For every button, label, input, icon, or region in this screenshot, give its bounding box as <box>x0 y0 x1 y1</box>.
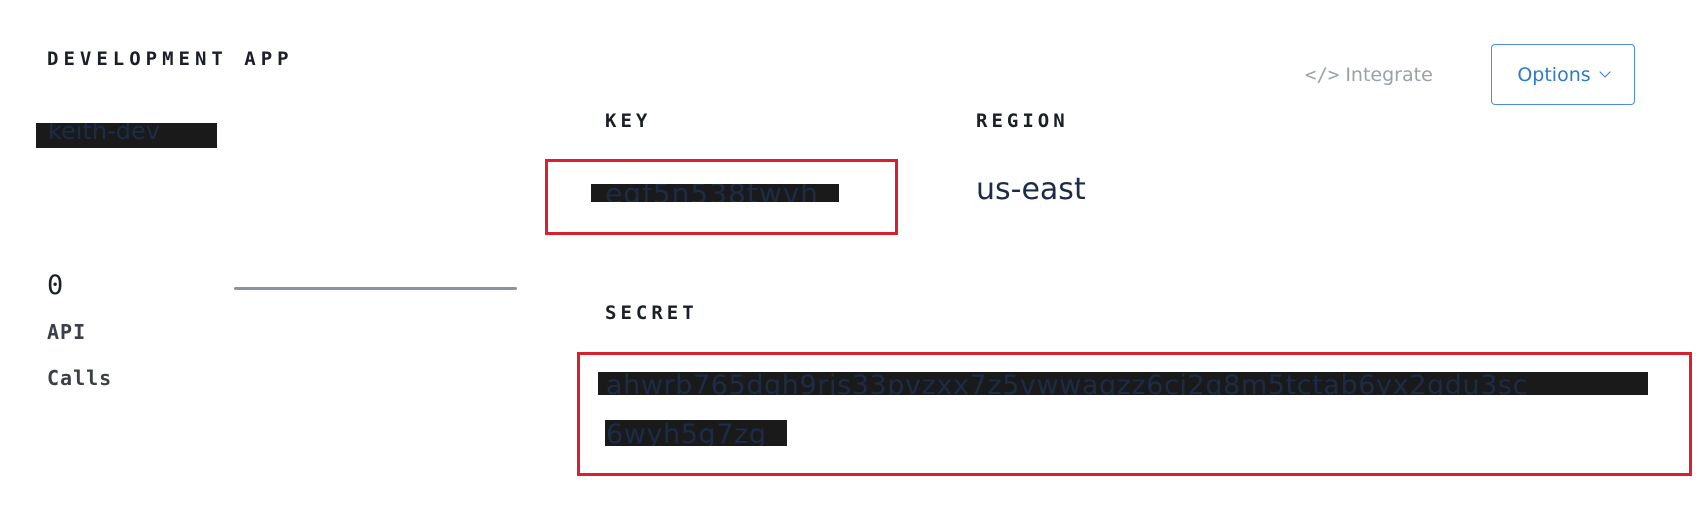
chevron-down-icon <box>1598 65 1611 78</box>
app-heading: DEVELOPMENT APP <box>47 48 294 70</box>
region-value: us-east <box>976 172 1086 207</box>
api-calls-count: 0 <box>47 270 64 301</box>
secret-label: SECRET <box>605 302 698 324</box>
key-value-redacted[interactable]: egf5n538twvh <box>591 184 839 202</box>
api-calls-label-line1: API <box>47 320 87 344</box>
options-label: Options <box>1517 63 1591 86</box>
options-button[interactable]: Options <box>1491 44 1635 105</box>
secret-value-line2: 6wyh5g7zg <box>606 420 767 446</box>
key-value: egf5n538twvh <box>605 184 820 202</box>
secret-value-redacted-line2[interactable]: 6wyh5g7zg <box>605 420 787 446</box>
secret-value-redacted-line1[interactable]: ahwrb765dgh9rjs33pvzxx7z5vwwaqzz6cj2q8m5… <box>598 372 1648 395</box>
app-name-redacted: keith-dev <box>36 123 217 148</box>
integrate-link[interactable]: </>Integrate <box>1305 64 1433 86</box>
app-name: keith-dev <box>48 123 160 145</box>
code-icon: </> <box>1305 64 1340 86</box>
integrate-label: Integrate <box>1345 64 1433 86</box>
secret-value-line1: ahwrb765dgh9rjs33pvzxx7z5vwwaqzz6cj2q8m5… <box>606 372 1529 395</box>
api-calls-label-line2: Calls <box>47 366 113 390</box>
api-calls-usage-bar <box>234 287 517 290</box>
secret-highlight-box <box>577 352 1692 476</box>
key-highlight-box <box>545 159 898 235</box>
region-label: REGION <box>976 110 1069 132</box>
key-label: KEY <box>605 110 652 132</box>
